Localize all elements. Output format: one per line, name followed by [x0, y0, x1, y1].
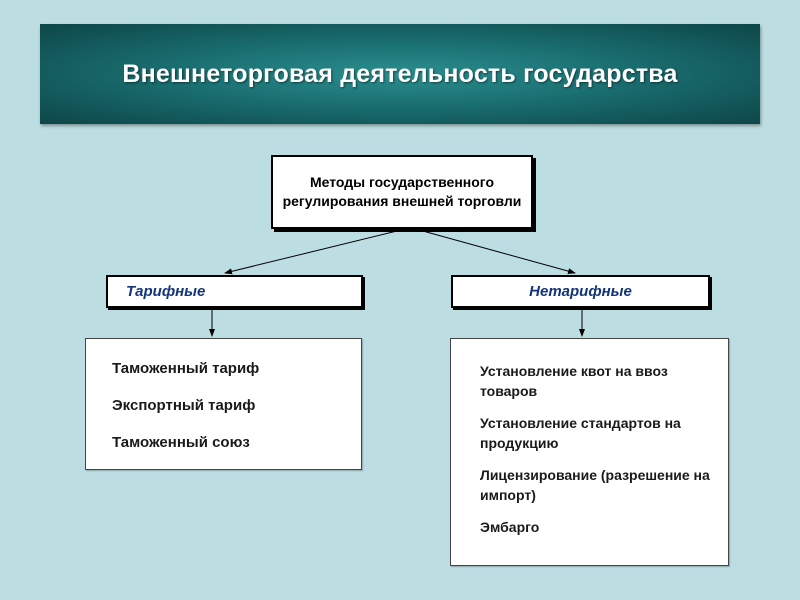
list-item: Таможенный тариф: [112, 360, 260, 377]
category-tariff-box: Тарифные: [106, 275, 363, 308]
list-item: Лицензирование (разрешение на импорт): [480, 467, 710, 503]
category-nontariff-box: Нетарифные: [451, 275, 710, 308]
category-tariff-label: Тарифные: [126, 283, 206, 300]
title-banner: Внешнеторговая деятельность государства: [40, 24, 760, 124]
arrow-root-to-nontariff: [411, 227, 576, 275]
category-nontariff-label: Нетарифные: [529, 283, 632, 300]
list-item: Экспортный тариф: [112, 397, 256, 414]
root-method-label: Методы государственного регулирования вн…: [282, 174, 522, 209]
tariff-list-box: Таможенный тариф Экспортный тариф Таможе…: [85, 338, 362, 470]
list-item: Эмбарго: [480, 519, 540, 535]
list-item: Установление квот на ввоз товаров: [480, 363, 668, 399]
arrow-root-to-tariff: [224, 230, 398, 275]
root-method-box: Методы государственного регулирования вн…: [271, 155, 533, 229]
list-item: Установление стандартов на продукцию: [480, 415, 681, 451]
list-item: Таможенный союз: [112, 434, 250, 451]
page-title: Внешнеторговая деятельность государства: [122, 59, 678, 88]
nontariff-list-box: Установление квот на ввоз товаров Устано…: [450, 338, 729, 566]
